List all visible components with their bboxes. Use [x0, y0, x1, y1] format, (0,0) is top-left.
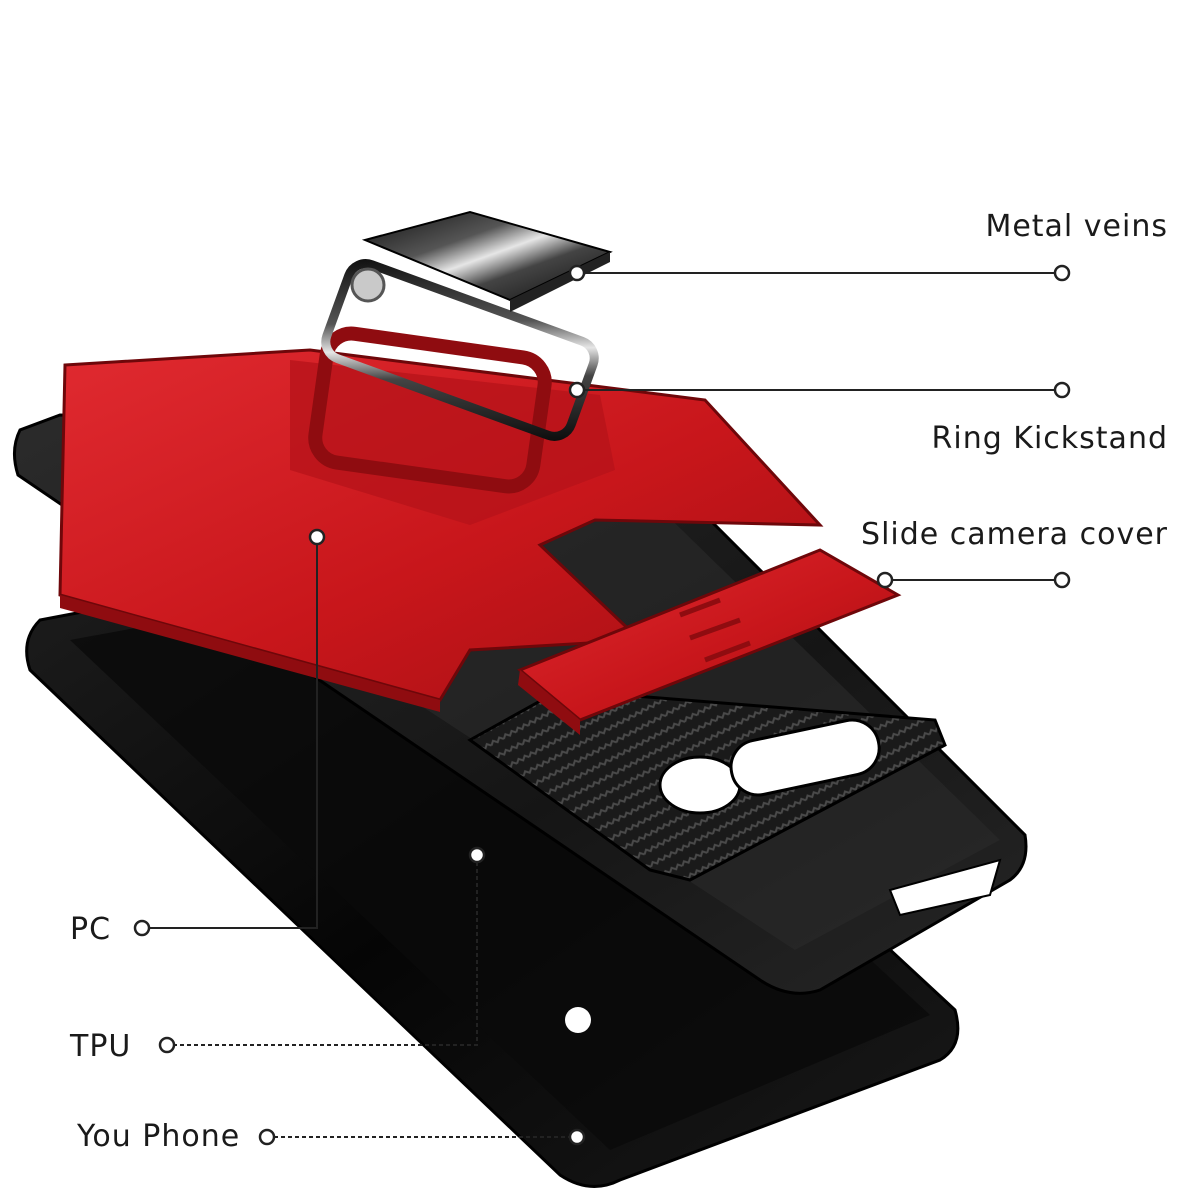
camera-cutout: [729, 718, 881, 797]
metal-veins-label: Metal veins: [985, 209, 1168, 244]
you-phone-label: You Phone: [77, 1119, 241, 1154]
tpu-line: [167, 855, 478, 1046]
camera-hole: [658, 755, 742, 815]
phone-lens-dot: [565, 1007, 591, 1033]
tpu-label: TPU: [70, 1029, 132, 1064]
camera-slider-icon: [517, 548, 902, 735]
callout-dots: [133, 264, 1071, 1146]
pc-line: [142, 537, 318, 929]
metal-plate-icon: [361, 210, 613, 312]
pc-label: PC: [70, 912, 112, 947]
callout-lines: [142, 272, 1062, 1138]
ring-kickstand-label: Ring Kickstand: [931, 421, 1168, 456]
red-card-plate: [58, 326, 824, 712]
slide-camera-cover-label: Slide camera cover: [861, 517, 1168, 552]
